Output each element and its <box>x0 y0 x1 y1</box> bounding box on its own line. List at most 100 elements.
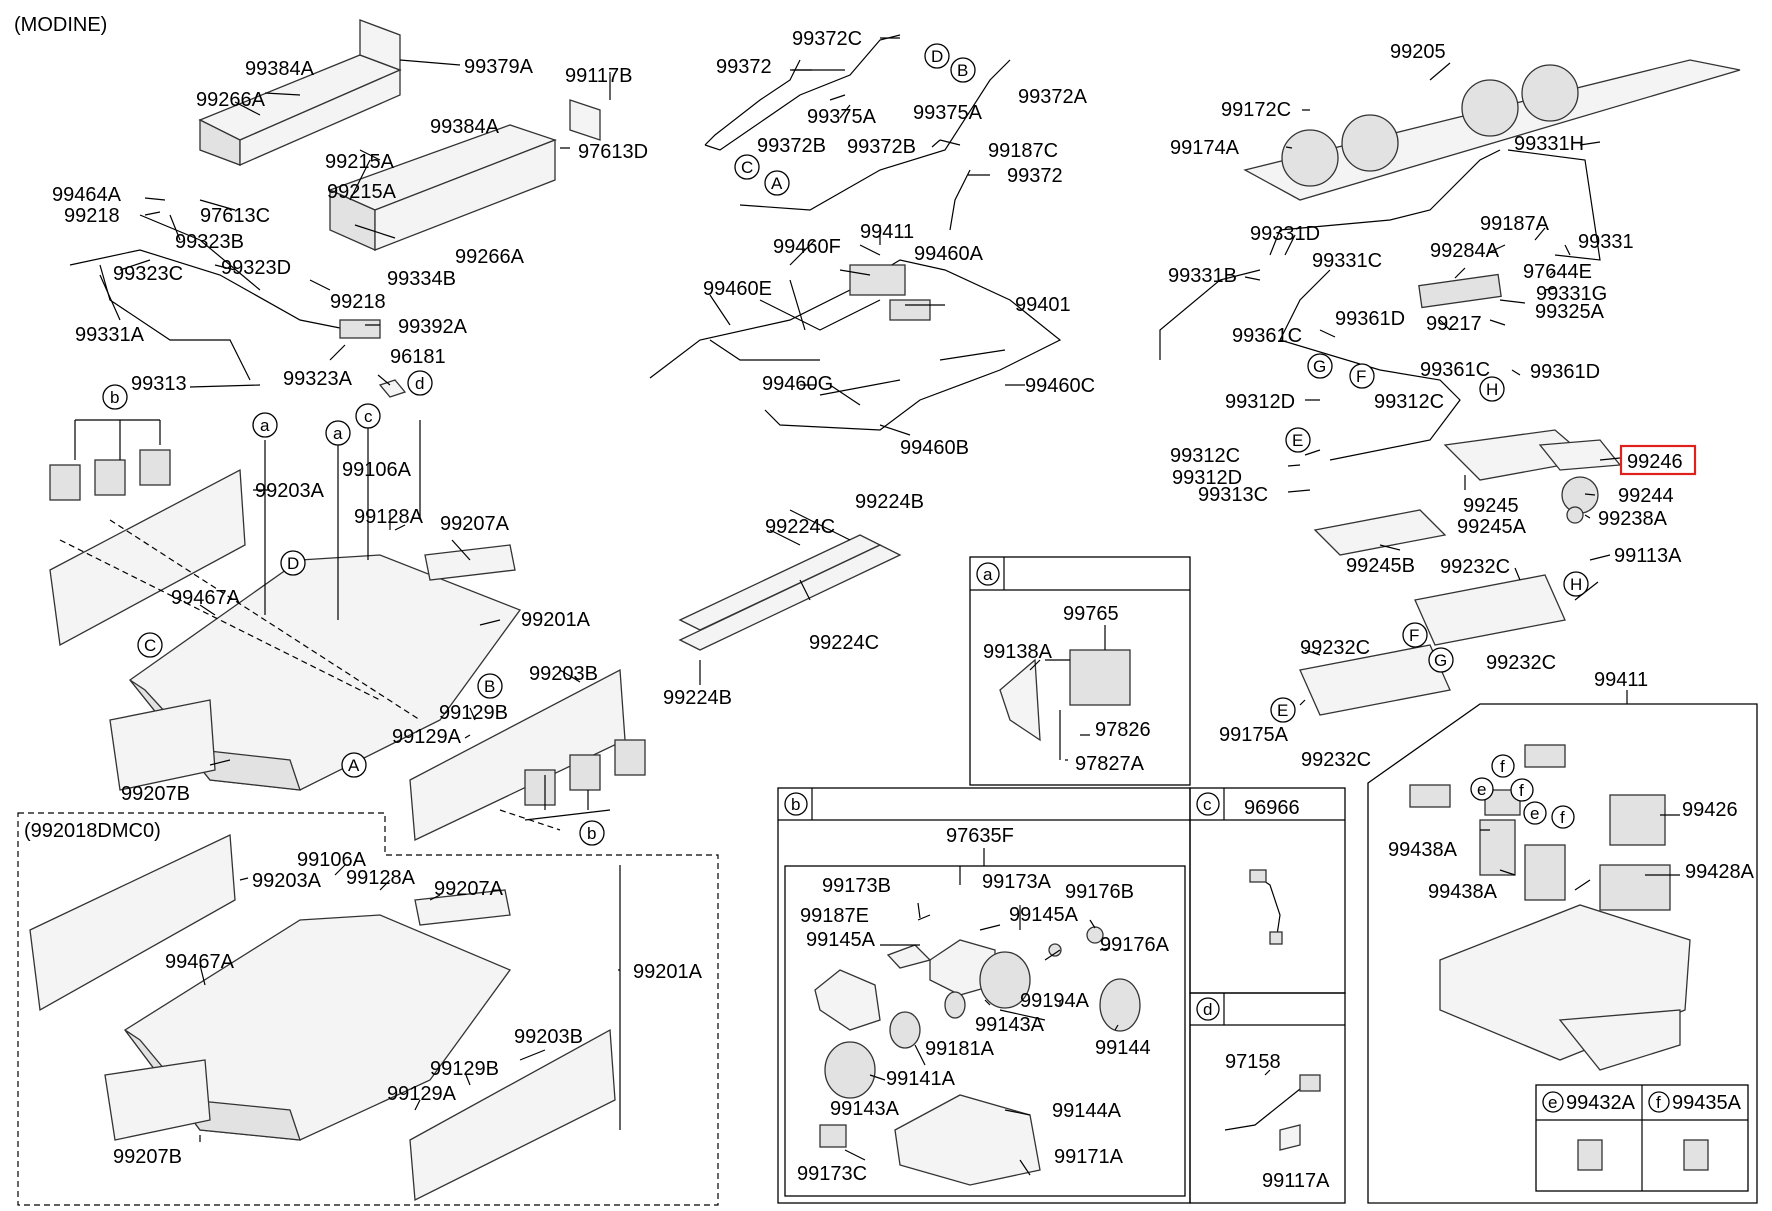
part-label-97827A: 97827A <box>1075 753 1145 775</box>
part-label-99467A: 99467A <box>165 951 235 973</box>
part-label-99172C: 99172C <box>1221 99 1291 121</box>
marker-d: d <box>415 374 424 393</box>
part-label-99205: 99205 <box>1390 41 1446 63</box>
marker-C: C <box>741 158 753 177</box>
part-label-99246: 99246 <box>1627 451 1683 473</box>
labels-detail-a: 99765 99138A 97826 97827A <box>983 603 1151 775</box>
part-label-99215A: 99215A <box>327 181 397 203</box>
part-label-99392A: 99392A <box>398 316 468 338</box>
part-label-99372C: 99372C <box>792 28 862 50</box>
part-label-99361C: 99361C <box>1420 359 1490 381</box>
marker-D: D <box>287 554 299 573</box>
marker-b: b <box>110 388 119 407</box>
marker-B: B <box>957 61 968 80</box>
labels-relay-box: 99411 99426 99438A 99428A 99438A <box>1388 669 1755 903</box>
leader-lines-housing-1 <box>199 420 581 766</box>
part-label-99435A: 99435A <box>1672 1092 1742 1114</box>
part-label-99331B: 99331B <box>1168 265 1237 287</box>
labels-housing-2: 99106A 99203A 99128A 99207A 99467A 99201… <box>113 849 703 1168</box>
part-label-99361D: 99361D <box>1530 361 1600 383</box>
part-label-99460F: 99460F <box>773 236 841 258</box>
part-label-99460G: 99460G <box>762 373 833 395</box>
part-label-99129B: 99129B <box>430 1058 499 1080</box>
part-label-99312D: 99312D <box>1225 391 1295 413</box>
part-label-99375A: 99375A <box>807 106 877 128</box>
part-label-97635F: 97635F <box>946 825 1014 847</box>
part-label-99106A: 99106A <box>342 459 412 481</box>
leader-lines-top-middle <box>709 37 1025 436</box>
part-label-99218: 99218 <box>330 291 386 313</box>
detail-box-a <box>969 556 1191 786</box>
wiring-harness <box>649 259 1062 431</box>
marker-f: f <box>1500 757 1505 776</box>
part-label-99145A: 99145A <box>806 929 876 951</box>
marker-e: e <box>1477 780 1486 799</box>
part-label-99245: 99245 <box>1463 495 1519 517</box>
labels-housing-1: 99203A 99106A 99128A 99207A 99467A 99201… <box>121 459 598 805</box>
marker-G: G <box>1434 651 1447 670</box>
part-label-99207A: 99207A <box>434 878 504 900</box>
labels-insulation: 99224B 99224C 99224C 99224B <box>663 491 924 709</box>
part-label-99331A: 99331A <box>75 324 145 346</box>
marker-a: a <box>260 416 270 435</box>
detail-box-b-inner <box>784 865 1186 1197</box>
part-label-99467A: 99467A <box>171 587 241 609</box>
part-label-99224C: 99224C <box>809 632 879 654</box>
part-label-99238A: 99238A <box>1598 508 1668 530</box>
part-label-99460B: 99460B <box>900 437 969 459</box>
marker-F: F <box>1356 367 1366 386</box>
marker-d: d <box>1203 1000 1212 1019</box>
part-label-99138A: 99138A <box>983 641 1053 663</box>
part-label-99141A: 99141A <box>886 1068 956 1090</box>
part-label-99361C: 99361C <box>1232 325 1302 347</box>
part-label-99331C: 99331C <box>1312 250 1382 272</box>
part-label-99313: 99313 <box>131 373 187 395</box>
fuse-table: 99432A 99435A <box>1535 1084 1749 1192</box>
variant-box-dmc <box>17 812 719 1206</box>
part-label-99224C: 99224C <box>765 516 835 538</box>
part-label-99203B: 99203B <box>514 1026 583 1048</box>
part-label-99128A: 99128A <box>354 506 424 528</box>
part-label-99331H: 99331H <box>1514 133 1584 155</box>
part-label-99217: 99217 <box>1426 313 1482 335</box>
part-label-99331D: 99331D <box>1250 223 1320 245</box>
condenser-assembly <box>1159 59 1741 716</box>
part-label-99224B: 99224B <box>855 491 924 513</box>
part-label-99428A: 99428A <box>1685 861 1755 883</box>
part-label-99203B: 99203B <box>529 663 598 685</box>
marker-a: a <box>333 424 343 443</box>
part-label-99432A: 99432A <box>1566 1092 1636 1114</box>
part-label-99129A: 99129A <box>387 1083 457 1105</box>
part-label-99187A: 99187A <box>1480 213 1550 235</box>
highlight-box-99246 <box>1619 444 1697 476</box>
part-label-99372: 99372 <box>716 56 772 78</box>
part-label-99232C: 99232C <box>1486 652 1556 674</box>
variant-label-modine: (MODINE) <box>14 14 107 36</box>
part-label-99312C: 99312C <box>1374 391 1444 413</box>
marker-f: f <box>1656 1093 1661 1112</box>
part-label-99323B: 99323B <box>175 231 244 253</box>
labels-top-left: 99384A 99379A 99266A 99117B 99215A 99384… <box>52 56 648 395</box>
part-label-99372A: 99372A <box>1018 86 1088 108</box>
part-label-99215A: 99215A <box>325 151 395 173</box>
marker-H: H <box>1570 575 1582 594</box>
marker-a: a <box>983 565 993 584</box>
part-label-99244: 99244 <box>1618 485 1674 507</box>
circle-markers: b a a c d D C B A b D B C A G F H E H F … <box>102 43 1670 1113</box>
part-label-99128A: 99128A <box>346 867 416 889</box>
part-label-99145A: 99145A <box>1009 904 1079 926</box>
labels-detail-b: 97635F 99173B 99173A 99176B 99187E 99145… <box>797 825 1170 1185</box>
labels-top-middle: 99372C 99372 99372A 99375A 99375A 99372B… <box>703 28 1095 459</box>
part-label-99361D: 99361D <box>1335 308 1405 330</box>
part-label-99201A: 99201A <box>633 961 703 983</box>
detail-box-d <box>1189 992 1346 1204</box>
detail-d-sensor <box>1224 1069 1306 1131</box>
part-label-99187E: 99187E <box>800 905 869 927</box>
part-label-99171A: 99171A <box>1054 1146 1124 1168</box>
part-label-99113A: 99113A <box>1614 545 1682 567</box>
part-label-99187C: 99187C <box>988 140 1058 162</box>
marker-E: E <box>1292 431 1303 450</box>
part-label-99312C: 99312C <box>1170 445 1240 467</box>
part-label-99323D: 99323D <box>221 257 291 279</box>
part-label-99175A: 99175A <box>1219 724 1289 746</box>
